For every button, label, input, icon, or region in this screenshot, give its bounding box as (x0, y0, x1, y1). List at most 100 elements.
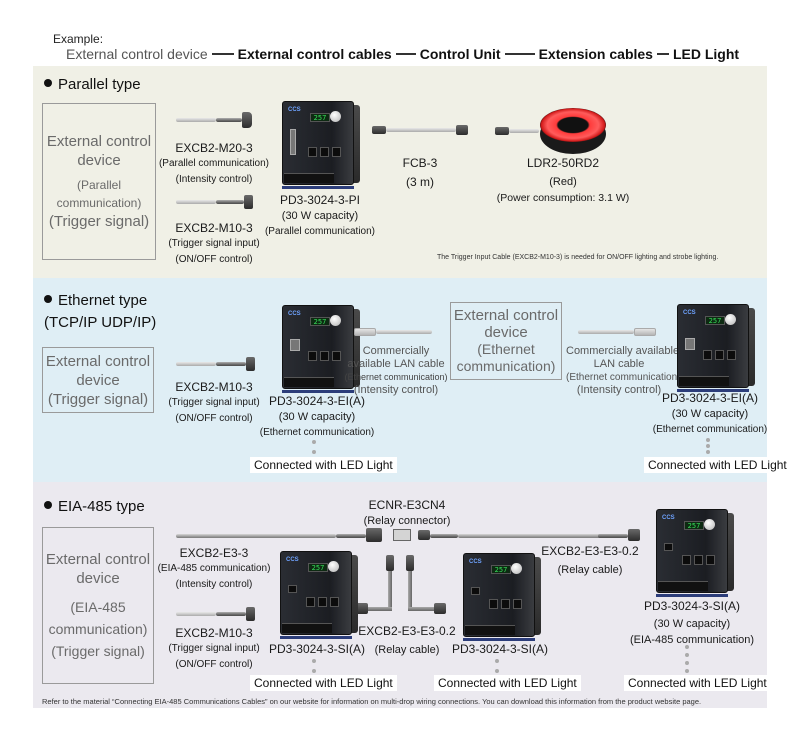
ccs-logo: CCS (288, 107, 301, 113)
led-light-ldr2-50rd2-label: LDR2-50RD2 (Red) (Power consumption: 3.1… (490, 155, 636, 206)
unit-capacity: (30 W capacity) (671, 408, 749, 420)
ethernet-port-icon (290, 339, 300, 351)
parallel-type-title-text: Parallel type (58, 76, 141, 93)
parallel-type-title: Parallel type (44, 76, 141, 93)
ethernet-type-title-text: Ethernet type (58, 292, 148, 309)
unit-communication: (EIA-485 communication) (629, 634, 755, 646)
cable-name: EXCB2-E3-E3-0.2 (541, 544, 639, 558)
device-label: External control (46, 133, 152, 150)
eia485-type-panel (33, 482, 767, 708)
connector-name: ECNR-E3CN4 (368, 498, 446, 512)
connected-with-led-light-label: Connected with LED Light (434, 675, 581, 691)
unit-display: 257 (684, 521, 704, 530)
connection-dotted-line (685, 645, 689, 673)
intensity-knob-icon (330, 315, 341, 326)
control-unit-pd3-3024-3-ei-a-image: CCS 257 (677, 304, 755, 392)
intensity-knob-icon (725, 314, 736, 325)
unit-display: 257 (310, 113, 330, 122)
eia485-type-title-text: EIA-485 type (58, 498, 145, 515)
unit-display: 257 (705, 316, 725, 325)
light-power: (Power consumption: 3.1 W) (496, 192, 630, 204)
ccs-logo: CCS (683, 310, 696, 316)
device-label: External control (453, 307, 559, 324)
device-communication-label: (Ethernet (477, 341, 535, 357)
unit-name: PD3-3024-3-SI(A) (451, 642, 549, 656)
light-name: LDR2-50RD2 (526, 156, 600, 170)
cable-desc: (Trigger signal input) (168, 397, 260, 408)
chain-external-control-device: External control device (66, 46, 208, 62)
unit-display: 257 (491, 565, 511, 574)
cable-excb2-m20-3-label: EXCB2-M20-3 (Parallel communication) (In… (158, 140, 270, 188)
relay-connector-ecnr-e3cn4-label: ECNR-E3CN4 (Relay connector) (352, 497, 462, 529)
unit-capacity: (30 W capacity) (653, 618, 731, 630)
cable-name: EXCB2-M10-3 (175, 221, 253, 235)
chain-control-unit: Control Unit (419, 46, 501, 62)
unit-communication: (Ethernet communication) (259, 427, 375, 438)
lan-cable-desc: LAN cable (593, 358, 645, 370)
control-unit-pd3-3024-3-si-a-image: CCS 257 (280, 551, 358, 639)
device-label: device (77, 152, 121, 169)
unit-name: PD3-3024-3-EI(A) (268, 394, 366, 408)
cable-name: EXCB2-E3-3 (179, 546, 249, 560)
bullet-icon (44, 295, 52, 304)
ccs-logo: CCS (469, 559, 482, 565)
cable-desc: (Trigger signal input) (168, 643, 260, 654)
lan-cable-desc: Commercially available (566, 345, 680, 357)
cable-name: FCB-3 (402, 156, 438, 170)
unit-name: PD3-3024-3-PI (279, 193, 361, 207)
ethernet-port-icon (685, 338, 695, 350)
lan-cable-desc: available LAN cable (347, 358, 445, 370)
cable-desc: (Intensity control) (175, 579, 253, 590)
chain-connector-line (211, 53, 234, 55)
device-label: device (76, 371, 120, 389)
chain-connector-line (656, 53, 669, 55)
unit-communication: (Parallel communication) (264, 226, 376, 237)
connected-with-led-light-label: Connected with LED Light (250, 457, 397, 473)
device-label: device (76, 569, 120, 587)
control-unit-pd3-3024-3-si-a-image: CCS 257 (463, 553, 541, 641)
unit-communication: (Ethernet communication) (652, 424, 768, 435)
lan-cable-desc: (Ethernet communication) (344, 372, 448, 382)
connection-dotted-line (495, 659, 499, 673)
led-ring-icon (540, 108, 606, 142)
unit-capacity: (30 W capacity) (278, 411, 356, 423)
eia485-external-control-device: External control device (EIA-485 communi… (42, 527, 154, 684)
bullet-icon (44, 501, 52, 510)
device-signal-label: (Trigger signal) (47, 390, 149, 408)
cable-excb2-e3-3-label: EXCB2-E3-3 (EIA-485 communication) (Inte… (156, 545, 272, 593)
eia485-footnote: Refer to the material “Connecting EIA-48… (42, 697, 702, 706)
cable-desc: (Intensity control) (175, 174, 253, 185)
cable-name: EXCB2-M20-3 (175, 141, 253, 155)
cable-desc: (Relay cable) (374, 644, 440, 656)
cable-desc: (Parallel communication) (158, 158, 270, 169)
control-unit-pd3-3024-3-pi-image: CCS 257 (282, 101, 360, 189)
device-signal-label: (Trigger signal) (51, 642, 145, 659)
control-unit-pd3-3024-3-si-a-label: PD3-3024-3-SI(A) (445, 641, 555, 657)
trigger-cable-note: The Trigger Input Cable (EXCB2-M10-3) is… (437, 254, 719, 261)
control-unit-pd3-3024-3-si-a-label: PD3-3024-3-SI(A) (30 W capacity) (EIA-48… (625, 598, 759, 648)
lan-cable-desc: (Ethernet communication) (566, 372, 681, 383)
connection-dotted-line (312, 440, 316, 454)
cable-desc: (ON/OFF control) (175, 254, 253, 265)
device-communication-label: communication) (456, 358, 556, 374)
ccs-logo: CCS (286, 557, 299, 563)
unit-name: PD3-3024-3-SI(A) (643, 599, 741, 613)
intensity-knob-icon (330, 111, 341, 122)
connection-chain: External control device External control… (66, 46, 739, 62)
control-unit-pd3-3024-3-si-a-image: CCS 257 (656, 509, 734, 597)
connected-with-led-light-label: Connected with LED Light (624, 675, 771, 691)
lan-cable-desc: Commercially (362, 345, 430, 357)
ethernet-protocols: (TCP/IP UDP/IP) (44, 314, 157, 331)
chain-external-control-cables: External control cables (237, 46, 392, 62)
intensity-knob-icon (511, 563, 522, 574)
chain-led-light: LED Light (672, 46, 740, 62)
intensity-knob-icon (704, 519, 715, 530)
cable-name: EXCB2-E3-E3-0.2 (358, 624, 456, 638)
cable-desc: (ON/OFF control) (175, 659, 253, 670)
device-communication-label: communication) (48, 620, 148, 637)
cable-excb2-m10-3-label: EXCB2-M10-3 (Trigger signal input) (ON/O… (158, 379, 270, 427)
ccs-logo: CCS (662, 515, 675, 521)
connector-desc: (Relay connector) (363, 515, 451, 527)
cable-desc: (ON/OFF control) (175, 413, 253, 424)
example-label: Example: (53, 32, 104, 46)
